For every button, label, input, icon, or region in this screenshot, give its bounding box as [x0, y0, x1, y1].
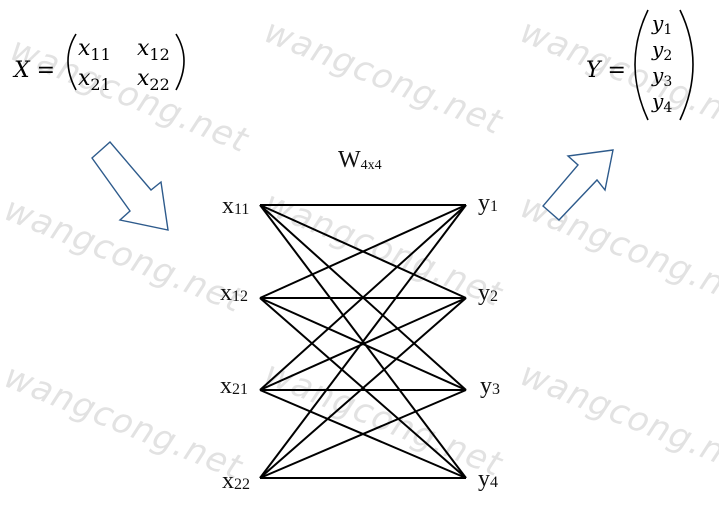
watermark: wangcong.net: [0, 189, 249, 321]
output-node-label: y3: [480, 373, 500, 399]
watermark: wangcong.net: [0, 356, 249, 488]
vector-entry: y3: [651, 63, 672, 90]
edge: [259, 297, 467, 391]
vector-entry: y4: [651, 89, 672, 116]
output-node-label: y1: [478, 190, 498, 216]
edge: [259, 204, 467, 391]
matrix-left-paren: [67, 33, 77, 91]
connections: [259, 204, 467, 479]
output-nodes: y1 y2 y3 y4: [478, 190, 500, 492]
edge: [259, 297, 467, 479]
watermark: wangcong.net: [515, 354, 719, 486]
edge: [259, 389, 467, 479]
edge: [259, 204, 467, 479]
matrix-entry: x12: [137, 36, 170, 64]
matrix-entry: x11: [78, 36, 111, 64]
edge: [259, 204, 467, 299]
input-matrix: X = x11 x12 x21 x22: [12, 33, 185, 94]
matrix-entry: x22: [137, 66, 170, 94]
down-right-arrow-icon: [91, 141, 169, 231]
weights-label: W4x4: [338, 147, 382, 173]
input-nodes: x11 x12 x21 x22: [220, 193, 250, 494]
matrix-right-paren: [175, 33, 185, 91]
vector-right-paren: [679, 9, 694, 121]
output-vector-label: Y =: [586, 58, 626, 83]
output-node-label: y4: [478, 466, 498, 492]
input-matrix-label: X =: [12, 58, 55, 83]
matrix-entry: x21: [78, 66, 111, 94]
output-vector: Y = y1 y2 y3 y4: [586, 9, 694, 121]
input-node-label: x22: [222, 468, 250, 494]
vector-entry: y2: [651, 37, 672, 64]
output-node-label: y2: [478, 280, 498, 306]
input-node-label: x11: [222, 193, 249, 219]
input-node-label: x21: [220, 373, 248, 399]
up-right-arrow-icon: [542, 149, 614, 221]
vector-entry: y1: [651, 11, 672, 38]
watermark: wangcong.net: [259, 183, 509, 315]
watermark: wangcong.net: [259, 11, 509, 143]
vector-left-paren: [634, 9, 649, 121]
watermark: wangcong.net: [5, 29, 255, 161]
input-node-label: x12: [220, 280, 248, 306]
